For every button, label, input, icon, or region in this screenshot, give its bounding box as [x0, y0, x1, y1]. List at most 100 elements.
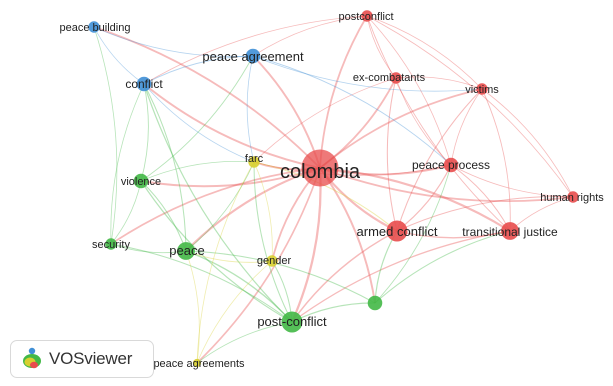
node-peace-agreement[interactable]: [245, 48, 261, 64]
link-security-peace-building: [93, 26, 118, 245]
link-peace-process-farc: [253, 161, 452, 176]
link-ex-combatants-farc: [253, 77, 397, 163]
node-colombia[interactable]: [301, 149, 339, 187]
link-peace-agreement-victims: [252, 55, 483, 92]
link-transitional-justice-postconflict: [366, 15, 511, 232]
label-violence: violence: [121, 176, 161, 188]
link-peace-green-unlabeled: [185, 250, 376, 304]
link-armed-conflict-victims: [396, 88, 483, 232]
link-peace-process-postconflict: [366, 15, 452, 166]
node-peace-agreements[interactable]: [192, 358, 202, 368]
link-gender-peace-agreements: [196, 260, 273, 364]
link-peace-conflict: [143, 83, 187, 252]
link-green-unlabeled-peace-process: [374, 164, 452, 304]
link-postconflict-peace-agreement: [252, 15, 368, 57]
network-nodes: [88, 10, 579, 368]
link-armed-conflict-ex-combatants: [386, 77, 398, 232]
vosviewer-logo-badge: VOSviewer: [10, 340, 154, 378]
link-conflict-farc: [143, 83, 255, 163]
node-postconflict[interactable]: [361, 10, 373, 22]
node-armed-conflict[interactable]: [386, 220, 408, 242]
vosviewer-brand-name: VOSviewer: [49, 349, 133, 368]
link-post-conflict-peace: [185, 250, 293, 323]
link-violence-farc: [140, 161, 255, 182]
link-farc-armed-conflict: [253, 161, 398, 232]
link-post-conflict-security: [110, 243, 293, 323]
link-farc-gender: [253, 161, 273, 262]
node-peace[interactable]: [177, 242, 195, 260]
link-post-conflict-violence: [140, 180, 293, 323]
label-postconflict: postconflict: [338, 11, 393, 23]
link-peace-process-human-rights: [450, 164, 574, 198]
label-peace-building: peace building: [60, 22, 131, 34]
link-peace-agreements-peace: [185, 250, 200, 364]
label-human-rights: human rights: [540, 192, 604, 204]
link-postconflict-victims: [366, 15, 483, 90]
link-armed-conflict-post-conflict: [291, 230, 398, 323]
link-armed-conflict-human-rights: [396, 196, 574, 232]
link-post-conflict-conflict: [143, 83, 293, 323]
link-colombia-human-rights: [319, 167, 574, 203]
link-colombia-post-conflict: [290, 167, 322, 323]
node-victims[interactable]: [476, 83, 488, 95]
link-green-unlabeled-transitional-justice: [374, 230, 511, 304]
link-ex-combatants-victims: [395, 76, 483, 90]
network-labels: colombia armed conflict transitional justi…: [60, 11, 605, 370]
link-peace-process-victims: [450, 88, 483, 166]
link-colombia-victims: [319, 88, 483, 169]
link-transitional-justice-victims: [481, 88, 511, 232]
link-post-conflict-peace-agreements: [196, 321, 293, 364]
vosviewer-logo-icon: [23, 347, 41, 369]
node-peace-process[interactable]: [443, 157, 459, 173]
node-farc[interactable]: [248, 156, 260, 168]
link-postconflict-ex-combatants: [366, 15, 397, 79]
node-post-conflict[interactable]: [281, 311, 303, 333]
link-peace-farc: [185, 161, 255, 252]
link-violence-conflict: [140, 83, 149, 182]
link-violence-peace-agreement: [140, 55, 254, 182]
link-peace-agreement-farc: [246, 55, 255, 163]
label-security: security: [92, 239, 130, 251]
node-green-unlabeled[interactable]: [367, 295, 383, 311]
network-links: [93, 15, 574, 364]
link-colombia-security: [110, 167, 321, 245]
link-colombia-violence: [140, 167, 321, 188]
link-colombia-peace-agreements: [196, 167, 321, 364]
label-farc: farc: [245, 153, 264, 165]
link-colombia-peace: [185, 167, 321, 252]
link-victims-human-rights: [481, 88, 574, 198]
link-transitional-justice-peace-process: [450, 164, 511, 232]
label-gender: gender: [257, 255, 292, 267]
label-ex-combatants: ex-combatants: [353, 72, 426, 84]
node-transitional-justice[interactable]: [501, 222, 519, 240]
label-peace-agreement: peace agreement: [202, 49, 304, 64]
link-security-conflict: [110, 83, 145, 245]
link-transitional-justice-post-conflict: [291, 230, 511, 323]
node-security[interactable]: [105, 238, 117, 250]
link-peace-agreement-peace-building: [93, 26, 254, 57]
label-colombia: colombia: [280, 161, 361, 183]
node-human-rights[interactable]: [567, 191, 579, 203]
node-ex-combatants[interactable]: [390, 72, 402, 84]
label-victims: victims: [465, 84, 499, 96]
label-peace-agreements: peace agreements: [153, 358, 245, 370]
link-colombia-peace-building: [93, 26, 321, 169]
label-armed-conflict: armed conflict: [357, 224, 438, 239]
node-conflict[interactable]: [136, 76, 152, 92]
label-conflict: conflict: [125, 77, 163, 91]
link-peace-agreement-conflict: [143, 55, 254, 85]
link-postconflict-conflict: [143, 15, 368, 85]
link-peace-agreement-peace-process: [252, 55, 452, 166]
link-post-conflict-farc: [253, 161, 293, 323]
node-gender[interactable]: [266, 255, 278, 267]
node-peace-building[interactable]: [88, 21, 100, 33]
label-peace-process: peace process: [412, 158, 490, 172]
link-colombia-transitional-justice: [319, 166, 511, 232]
label-peace: peace: [169, 243, 204, 258]
link-colombia-postconflict: [319, 15, 368, 169]
node-violence[interactable]: [133, 173, 149, 189]
label-transitional-justice: transitional justice: [462, 225, 558, 239]
label-post-conflict: post-conflict: [257, 314, 327, 329]
link-armed-conflict-transitional-justice: [396, 230, 511, 239]
